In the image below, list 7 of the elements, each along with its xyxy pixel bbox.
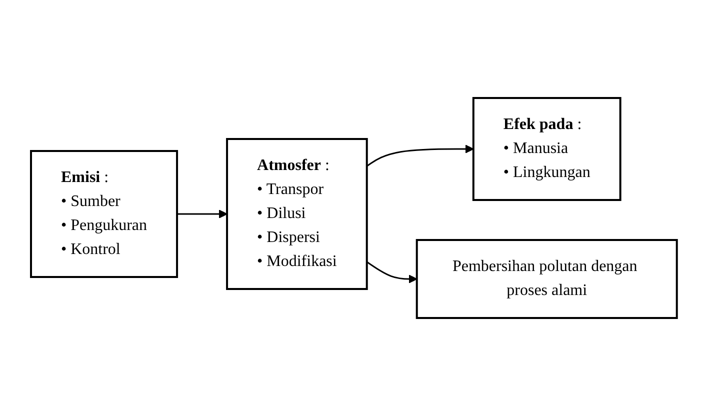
node-box: Emisi : • Sumber • Pengukuran • Kontrol <box>30 150 178 278</box>
arrow <box>366 261 417 284</box>
arrow <box>366 144 474 167</box>
node-box: Pembersihan polutan dengan proses alami <box>415 239 678 319</box>
node-box: Efek pada : • Manusia • Lingkungan <box>472 97 621 201</box>
arrow <box>176 210 227 218</box>
node-box: Atmosfer : • Transpor • Dilusi • Dispersi • Modifikasi <box>226 138 368 290</box>
